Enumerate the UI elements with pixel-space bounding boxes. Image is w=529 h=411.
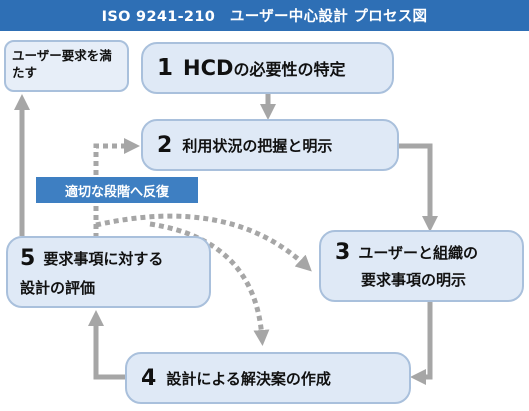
step-3-label-line1: ユーザーと組織の <box>358 244 479 262</box>
step-3-box: 3 ユーザーと組織の 要求事項の明示 <box>319 230 524 302</box>
step-5-label-line1: 要求事項に対する <box>43 250 164 268</box>
step-2-label: 利用状況の把握と明示 <box>182 136 333 155</box>
step-2-box: 2 利用状況の把握と明示 <box>141 119 399 171</box>
step-1-number: 1 <box>157 55 174 81</box>
step-1-label-main: HCD <box>183 56 234 80</box>
iterate-label: 適切な段階へ反復 <box>36 177 198 203</box>
iterate-arrow-to-3 <box>95 213 312 272</box>
step-5-number: 5 <box>20 246 36 271</box>
step-3-number: 3 <box>335 240 351 265</box>
arrow-3-to-4 <box>409 300 433 386</box>
step-4-box: 4 設計による解決案の作成 <box>125 352 411 404</box>
goal-box: ユーザー要求を満たす <box>4 40 129 92</box>
arrow-2-to-3 <box>397 143 439 233</box>
step-3-label-line2: 要求事項の明示 <box>361 271 467 289</box>
step-5-label-line2: 設計の評価 <box>20 279 96 297</box>
iterate-arrow-to-2 <box>93 137 141 238</box>
step-4-label: 設計による解決案の作成 <box>166 369 331 388</box>
step-4-number: 4 <box>141 365 157 391</box>
arrow-4-to-5 <box>87 309 125 380</box>
step-5-box: 5 要求事項に対する 設計の評価 <box>6 236 211 308</box>
step-2-number: 2 <box>157 132 173 158</box>
diagram-title: ISO 9241-210 ユーザー中心設計 プロセス図 <box>0 0 529 31</box>
step-1-label-rest: の必要性の特定 <box>233 60 346 79</box>
step-1-label: HCDの必要性の特定 <box>183 56 345 80</box>
step-1-box: 1 HCDの必要性の特定 <box>141 42 394 94</box>
